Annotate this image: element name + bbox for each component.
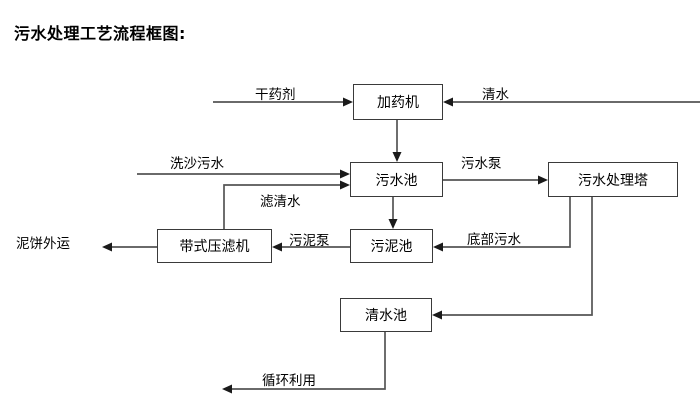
edge-label-sludge-pump: 污泥泵 <box>289 233 330 249</box>
edge-label-sewage-pump: 污水泵 <box>461 156 502 172</box>
node-treatment-tower[interactable]: 污水处理塔 <box>548 162 678 197</box>
arrowhead-dosing-to-sewage <box>392 152 402 162</box>
edge-label-mud-cake-out: 泥饼外运 <box>16 236 70 252</box>
arrowhead-tower-to-clearpool <box>432 310 442 320</box>
arrowhead-filtrate <box>340 180 350 190</box>
edge-label-sand-wash-sewage: 洗沙污水 <box>170 156 224 172</box>
edge-label-clean-water-in: 清水 <box>482 87 509 103</box>
page-title: 污水处理工艺流程框图: <box>14 24 186 43</box>
edge-label-bottom-sewage: 底部污水 <box>467 232 521 248</box>
arrowhead-mud-cake-out <box>102 242 112 252</box>
node-sludge-pool[interactable]: 污泥池 <box>350 229 433 263</box>
node-dosing[interactable]: 加药机 <box>353 84 443 120</box>
edge-label-dry-agent: 干药剂 <box>255 87 296 103</box>
node-sewage-pool[interactable]: 污水池 <box>350 162 443 197</box>
arrowhead-recycle <box>222 384 232 394</box>
arrowhead-sewage-pump <box>538 175 548 185</box>
edge-label-filtrate: 滤清水 <box>260 194 301 210</box>
arrowhead-sand-wash <box>340 169 350 179</box>
arrowhead-bottom-sewage <box>433 242 443 252</box>
edge-tower-to-clearpool <box>440 197 593 316</box>
arrowhead-sludge-pump <box>272 242 282 252</box>
arrowhead-clean-water-in <box>443 97 453 107</box>
edge-label-recycle: 循环利用 <box>262 373 316 389</box>
node-clear-water-pool[interactable]: 清水池 <box>340 298 432 332</box>
arrowhead-dry-agent <box>343 97 353 107</box>
node-belt-filter-press[interactable]: 带式压滤机 <box>157 229 272 263</box>
arrowhead-sewage-to-sludge <box>388 219 398 229</box>
